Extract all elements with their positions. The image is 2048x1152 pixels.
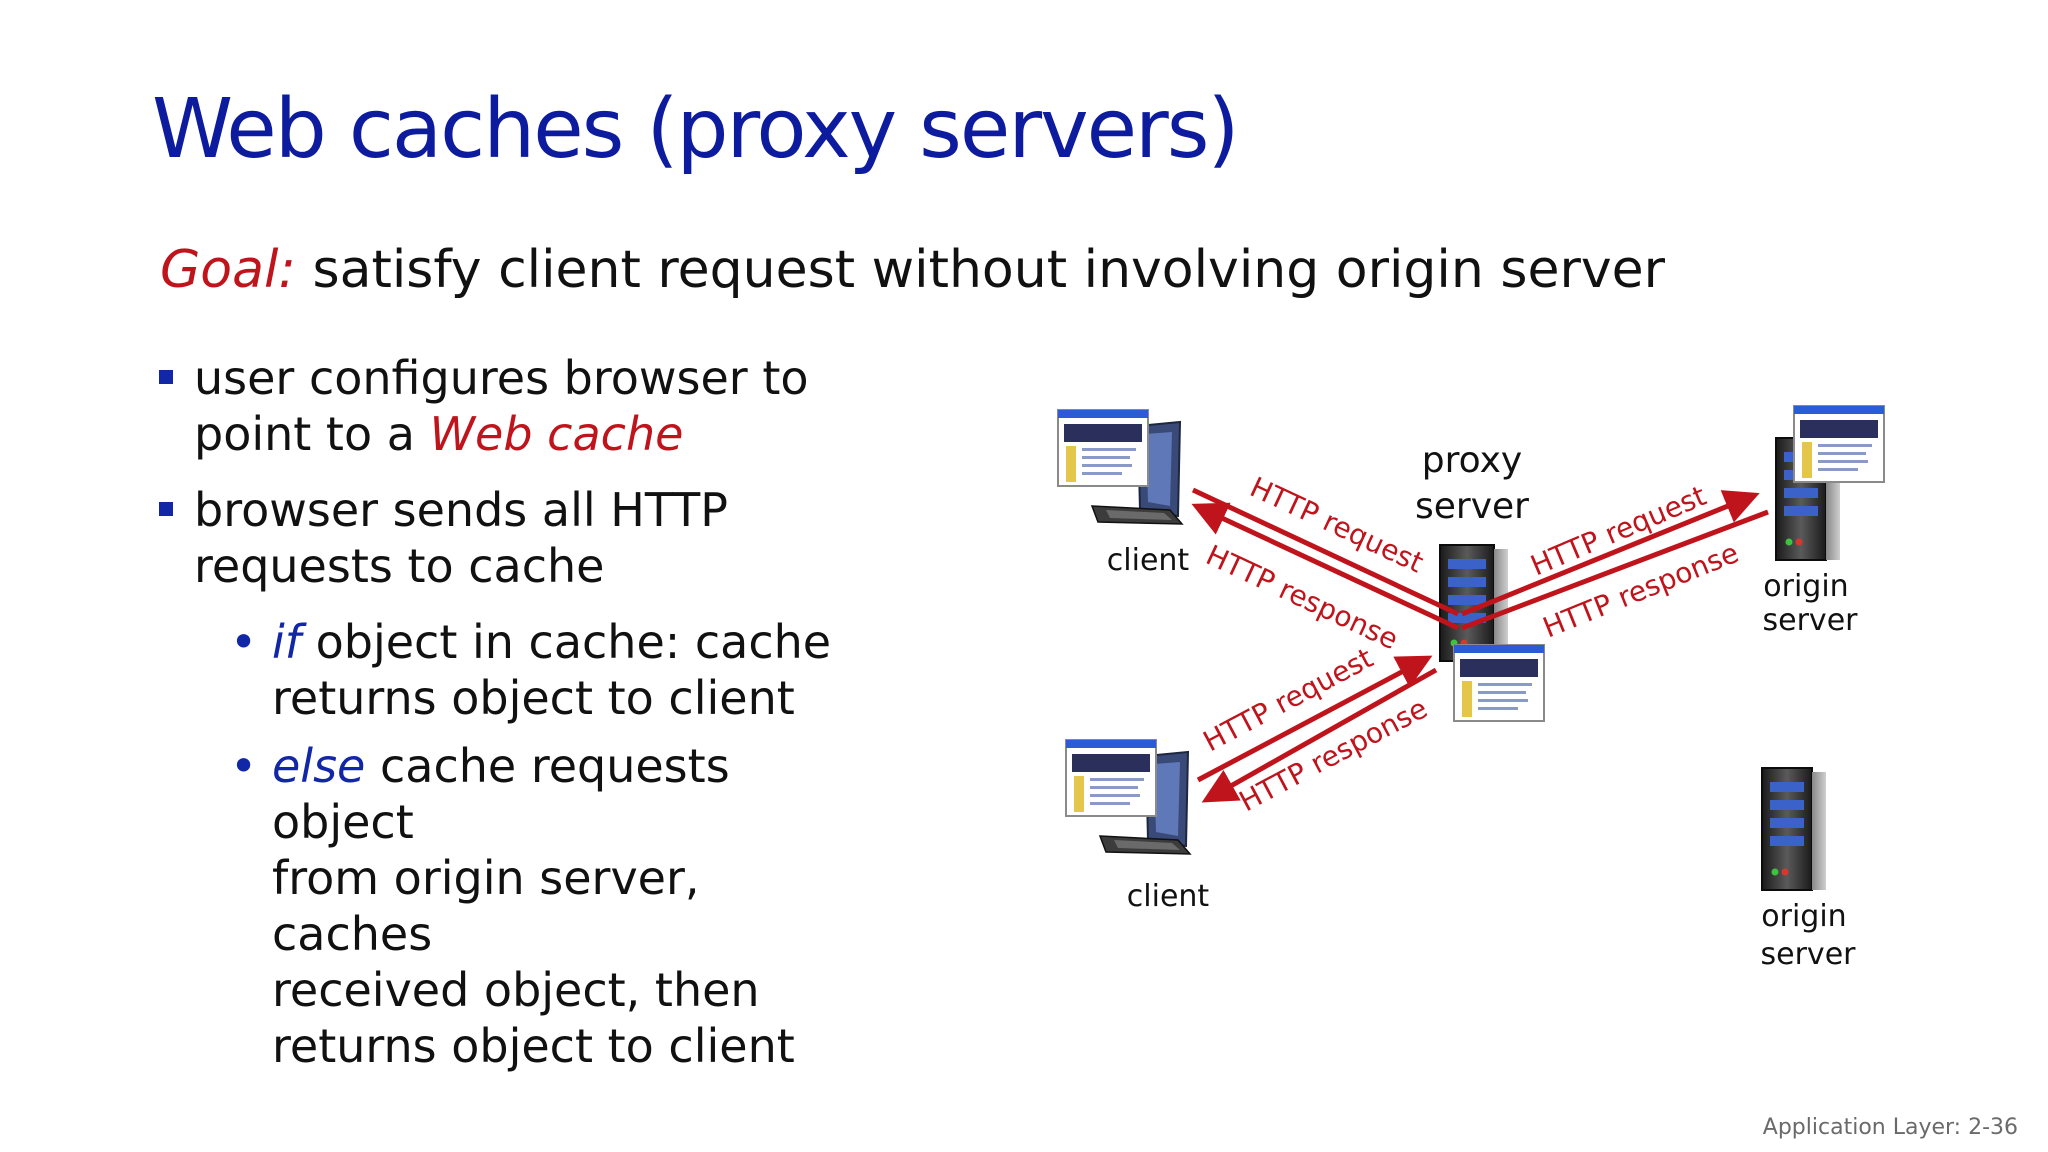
web-cache-term: Web cache [429, 407, 684, 461]
arrow-client1-to-proxy [1191, 487, 1460, 617]
subbullet-text: returns object to client [272, 1019, 795, 1073]
proxy-server-label: proxy [1422, 440, 1522, 481]
bullet-text: point to a [194, 407, 430, 461]
bullet-text: requests to cache [194, 539, 605, 593]
if-keyword: if [272, 615, 301, 669]
arrow-proxy-to-client1 [1191, 502, 1460, 631]
subbullet-text: cache requests object [272, 739, 730, 849]
goal-label: Goal: [160, 240, 296, 300]
subbullet-text: returns object to client [272, 671, 795, 725]
client-computer-icon [1057, 409, 1184, 525]
else-keyword: else [272, 739, 366, 793]
origin-server-icon [1775, 405, 1885, 561]
subbullet-if: if object in cache: cache returns object… [150, 614, 870, 726]
arrow-proxy-to-client2 [1201, 667, 1438, 803]
subbullet-text: object in cache: cache [300, 615, 832, 669]
goal-text: satisfy client request without involving… [295, 240, 1665, 300]
origin-server-label: origin [1763, 569, 1848, 604]
client-label: client [1127, 879, 1210, 914]
subbullet-text: from origin server, caches [272, 851, 700, 961]
arrow-client2-to-proxy [1196, 655, 1433, 783]
client-label: client [1107, 543, 1190, 578]
proxy-server-icon [1439, 544, 1545, 722]
bullet-browser-sends: browser sends all HTTP requests to cache [150, 482, 870, 594]
bullet-configure-browser: user configures browser to point to a We… [150, 350, 870, 462]
bullet-text: browser sends all HTTP [194, 483, 728, 537]
origin-server-label: server [1763, 603, 1859, 638]
client-computer-icon [1065, 739, 1192, 855]
proxy-server-label: server [1415, 486, 1529, 527]
goal-statement: Goal: satisfy client request without inv… [160, 240, 1665, 300]
origin-server-icon [1761, 767, 1826, 891]
origin-server-label: server [1761, 937, 1857, 972]
arrow-origin-to-proxy [1461, 509, 1769, 631]
origin-server-label: origin [1761, 899, 1846, 934]
subbullet-else: else cache requests object from origin s… [150, 738, 870, 1074]
subbullet-text: received object, then [272, 963, 760, 1017]
arrow-proxy-to-origin [1461, 490, 1760, 617]
slide-footer: Application Layer: 2-36 [1762, 1115, 2018, 1140]
bullet-list: user configures browser to point to a We… [150, 350, 870, 1086]
slide-title: Web caches (proxy servers) [152, 82, 1239, 177]
bullet-text: user configures browser to [194, 351, 809, 405]
http-arrows [1191, 487, 1769, 803]
